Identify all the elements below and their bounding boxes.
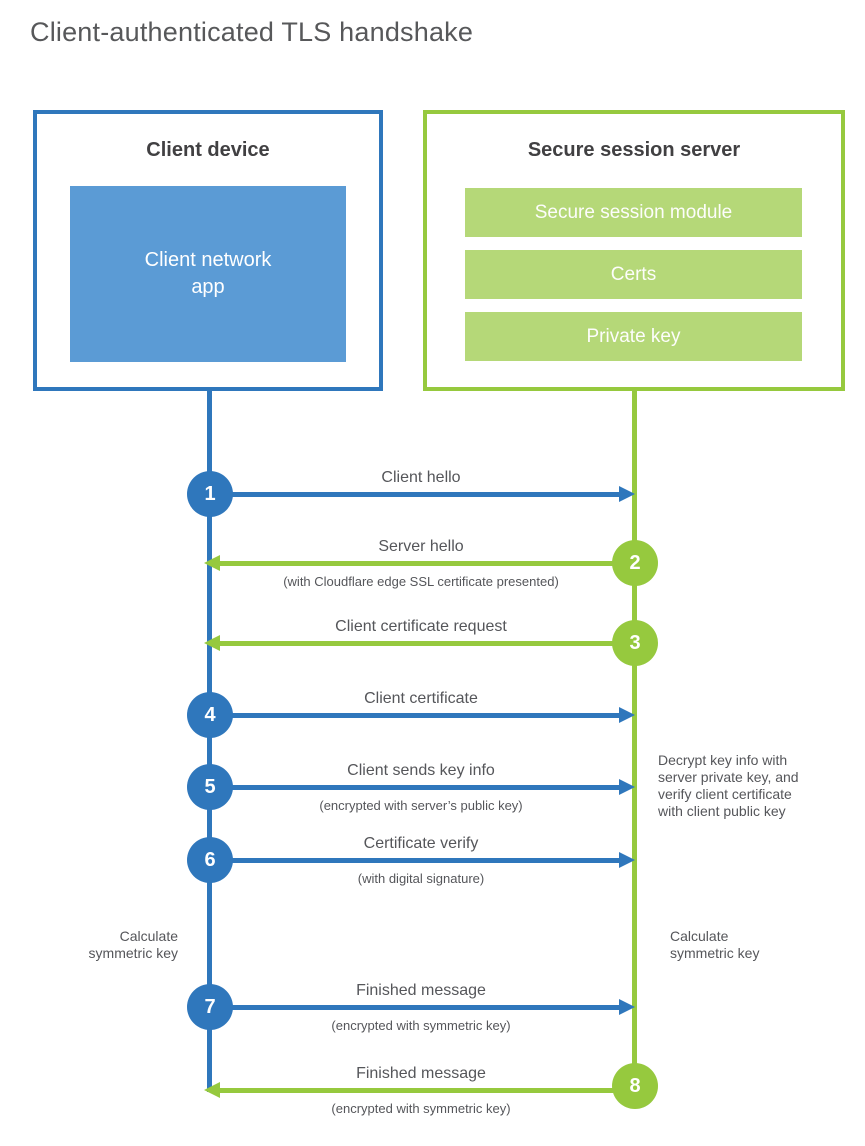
client-network-app-box: Client network app	[70, 186, 346, 362]
arrow-stem	[217, 641, 614, 646]
message-label-2: Server hello	[378, 538, 464, 555]
arrow-head-icon	[619, 486, 635, 502]
arrow-head-icon	[619, 852, 635, 868]
client-lifeline	[207, 391, 212, 1092]
message-note-8: (encrypted with symmetric key)	[331, 1101, 511, 1116]
arrow-head-icon	[619, 707, 635, 723]
arrow-stem	[217, 1088, 614, 1093]
step-badge-3: 3	[612, 620, 658, 666]
step-badge-4: 4	[187, 692, 233, 738]
client-device-heading: Client device	[146, 139, 270, 161]
arrow-head-icon	[204, 1082, 220, 1098]
message-label-6: Certificate verify	[363, 835, 479, 852]
message-label-7: Finished message	[356, 982, 486, 999]
server-module-certs: Certs	[465, 250, 802, 299]
arrow-head-icon	[619, 999, 635, 1015]
arrow-stem	[232, 713, 622, 718]
arrow-head-icon	[204, 635, 220, 651]
arrow-head-icon	[204, 555, 220, 571]
message-note-6: (with digital signature)	[357, 871, 485, 886]
page-title: Client-authenticated TLS handshake	[30, 17, 474, 47]
server-lifeline	[632, 391, 637, 1086]
arrow-stem	[217, 561, 614, 566]
arrow-stem	[232, 1005, 622, 1010]
arrow-stem	[232, 858, 622, 863]
arrow-stem	[232, 785, 622, 790]
step-badge-6: 6	[187, 837, 233, 883]
message-label-8: Finished message	[356, 1065, 486, 1082]
message-label-3: Client certificate request	[335, 618, 507, 635]
arrow-head-icon	[619, 779, 635, 795]
arrow-stem	[232, 492, 622, 497]
message-note-7: (encrypted with symmetric key)	[331, 1018, 511, 1033]
step-badge-2: 2	[612, 540, 658, 586]
server-heading: Secure session server	[527, 139, 741, 161]
step-badge-7: 7	[187, 984, 233, 1030]
calculate-symmetric-key-left: Calculate symmetric key	[88, 928, 178, 961]
message-label-5: Client sends key info	[347, 762, 495, 779]
server-module-private-key: Private key	[465, 312, 802, 361]
step-badge-8: 8	[612, 1063, 658, 1109]
decrypt-annotation: Decrypt key info with server private key…	[658, 752, 799, 819]
message-label-4: Client certificate	[364, 690, 478, 707]
message-label-1: Client hello	[381, 469, 461, 486]
server-module-secure-session: Secure session module	[465, 188, 802, 237]
message-note-2: (with Cloudflare edge SSL certificate pr…	[283, 574, 559, 589]
step-badge-5: 5	[187, 764, 233, 810]
step-badge-1: 1	[187, 471, 233, 517]
calculate-symmetric-key-right: Calculate symmetric key	[670, 928, 760, 961]
message-note-5: (encrypted with server’s public key)	[319, 798, 523, 813]
